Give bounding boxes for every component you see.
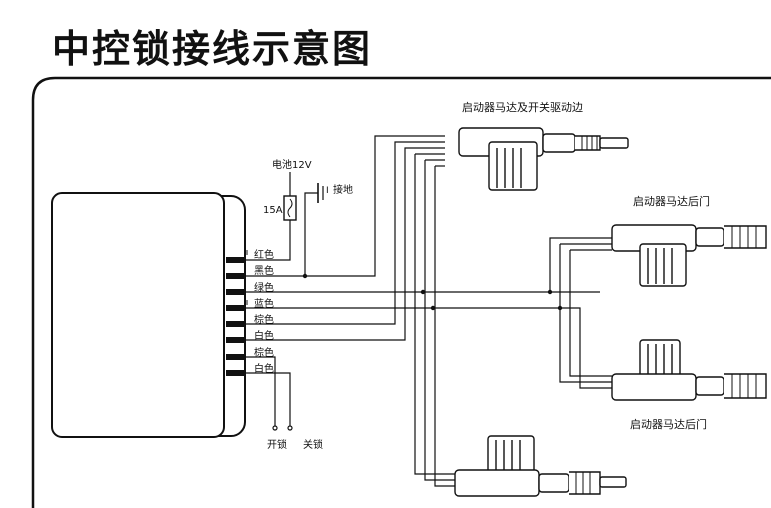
fuse-label: 15A	[263, 205, 283, 216]
wire-pin	[226, 257, 244, 263]
ground-icon	[317, 183, 324, 203]
wire-label-white-2: 白色	[254, 362, 274, 375]
wire-label-blue: 蓝色	[254, 297, 274, 310]
wire-labels: 红色 黑色 绿色 蓝色 棕色 白色 棕色 白色	[254, 248, 274, 375]
wire-pin	[226, 354, 244, 360]
wire-pin	[226, 321, 244, 327]
wire-pins	[226, 257, 244, 376]
motor-rear-bottom-label: 启动器马达后门	[630, 417, 707, 431]
wire-pin	[226, 370, 244, 376]
wire-lines	[245, 135, 612, 487]
motor-front-icon	[458, 127, 629, 191]
unlock-label: 开锁	[267, 438, 287, 451]
control-box	[51, 192, 246, 438]
wire-pin	[226, 273, 244, 279]
wire-label-white: 白色	[254, 329, 274, 342]
wire-pin	[226, 337, 244, 343]
motor-front-label: 启动器马达及开关驱动边	[462, 100, 583, 114]
wire-pin	[226, 289, 244, 295]
wire-label-green: 绿色	[254, 281, 274, 294]
ground-label: 接地	[333, 183, 353, 196]
junction-dots	[302, 273, 563, 311]
diagram-frame	[31, 76, 771, 508]
ground-mark: I	[326, 186, 329, 196]
lock-label: 关锁	[303, 438, 323, 451]
wire-label-brown-2: 棕色	[254, 346, 274, 359]
wire-label-red: 红色	[254, 248, 274, 261]
battery-label: 电池12V	[272, 158, 312, 171]
switch-terminals	[272, 425, 293, 431]
wire-label-black: 黑色	[254, 264, 274, 277]
fuse-icon	[283, 195, 297, 221]
motor-bottom-icon	[454, 435, 627, 497]
motor-rear-bottom-icon	[611, 339, 767, 401]
wire-pin	[226, 305, 244, 311]
wire-label-brown: 棕色	[254, 313, 274, 326]
motor-rear-top-icon	[611, 224, 767, 287]
diagram-title: 中控锁接线示意图	[52, 27, 373, 71]
motor-rear-top-label: 启动器马达后门	[633, 194, 710, 208]
